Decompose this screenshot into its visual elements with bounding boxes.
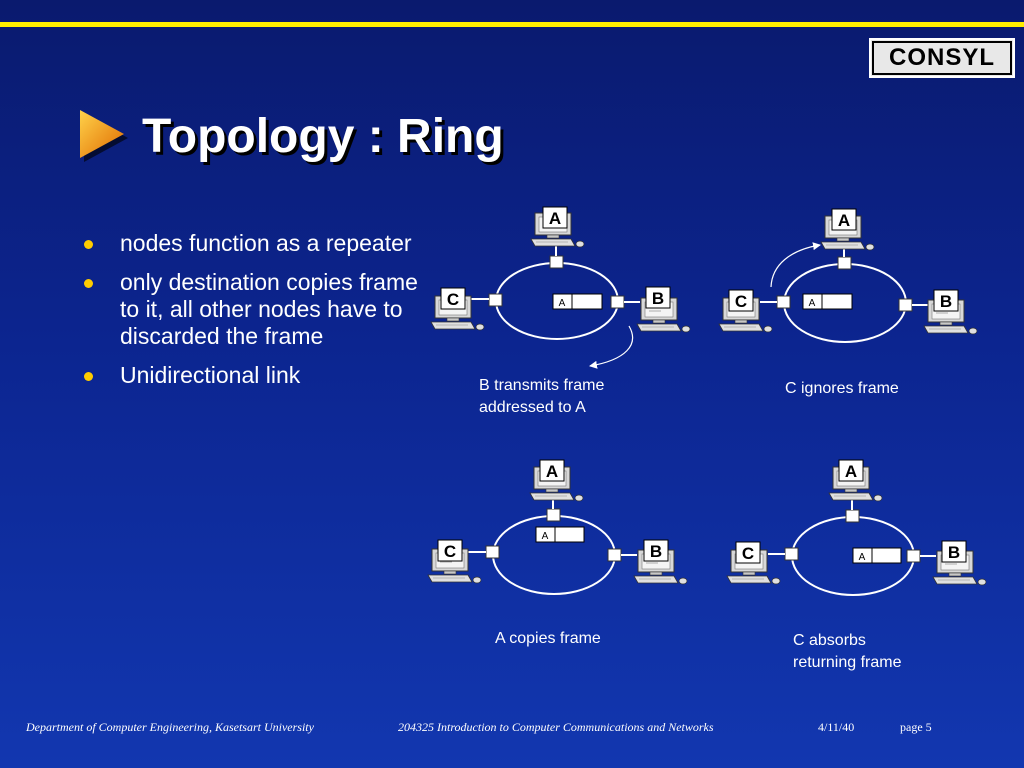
caption-line: addressed to A [479,399,586,416]
frame-address: A [809,298,816,309]
repeater-node-a [546,508,561,522]
diagram-c-absorbs: A C B A [726,459,987,596]
frame-address: A [542,531,549,542]
caption-line: A copies frame [495,630,601,647]
repeater-node-b [898,298,913,312]
play-arrow-icon [80,110,128,162]
footer-page-number: page 5 [900,720,932,734]
consyl-logo: CONSYL [869,38,1015,78]
node-label-a: A [549,209,561,228]
repeater-node-c [776,295,791,309]
caption-c-ignores: C ignores frame [785,378,899,400]
bullet-item: only destination copies frame to it, all… [80,269,420,350]
node-label-box [643,539,669,562]
node-label-box [437,539,463,562]
caption-b-transmits: B transmits frame addressed to A [479,375,604,419]
frame-address: A [859,552,866,563]
bullet-text: nodes function as a repeater [120,230,412,256]
node-label-box [539,459,565,482]
caption-line: C absorbs [793,632,866,649]
node-label-a: A [838,211,850,230]
forward-arrow-icon [770,242,821,288]
node-label-b: B [652,289,664,308]
bullet-list: nodes function as a repeater only destin… [80,230,420,401]
node-label-a: A [845,462,857,481]
node-label-box [831,208,857,231]
bullet-text: Unidirectional link [120,362,301,388]
bullet-dot-icon [84,240,93,249]
frame-box [535,526,585,543]
repeater-node-a [549,255,564,269]
caption-line: B transmits frame [479,377,605,394]
node-label-b: B [650,542,662,561]
diagram-b-transmits: A C B A [430,206,691,369]
node-label-c: C [735,292,747,311]
node-label-a: A [546,462,558,481]
bullet-dot-icon [84,279,93,288]
node-label-box [542,206,568,229]
node-label-box [941,540,967,563]
caption-line: C ignores frame [785,380,899,397]
footer-course: 204325 Introduction to Computer Communic… [398,720,714,734]
repeater-node-b [906,549,921,563]
bullet-item: nodes function as a repeater [80,230,420,257]
repeater-node-a [837,256,852,270]
footer-department: Department of Computer Engineering, Kase… [26,720,314,734]
repeater-node-c [784,547,799,561]
caption-a-copies: A copies frame [495,628,601,650]
node-label-b: B [948,543,960,562]
frame-box [552,293,603,310]
node-label-b: B [940,292,952,311]
repeater-node-b [610,295,625,309]
transmit-arrow-icon [589,325,634,369]
frame-box [802,293,853,310]
frame-address: A [559,298,566,309]
diagram-a-copies: A C B A [427,459,688,595]
footer-date: 4/11/40 [818,720,855,734]
node-label-c: C [742,544,754,563]
top-accent-line [0,22,1024,27]
bullet-item: Unidirectional link [80,362,420,389]
repeater-node-b [607,548,622,562]
repeater-node-c [488,293,503,307]
node-label-c: C [444,542,456,561]
caption-c-absorbs: C absorbs returning frame [793,630,902,674]
node-label-box [735,541,761,564]
node-label-box [440,287,466,310]
bullet-dot-icon [84,372,93,381]
node-label-box [933,289,959,312]
repeater-node-a [845,509,860,523]
node-label-box [645,286,671,309]
node-label-box [838,459,864,482]
title-area: Topology : Ring [78,104,504,168]
bullet-text: only destination copies frame to it, all… [120,269,418,349]
node-label-box [728,289,754,312]
page-title: Topology : Ring [142,109,504,163]
frame-box [852,547,902,564]
repeater-node-c [485,545,500,559]
caption-line: returning frame [793,654,902,671]
diagram-c-ignores: A C B A [718,208,978,343]
node-label-c: C [447,290,459,309]
